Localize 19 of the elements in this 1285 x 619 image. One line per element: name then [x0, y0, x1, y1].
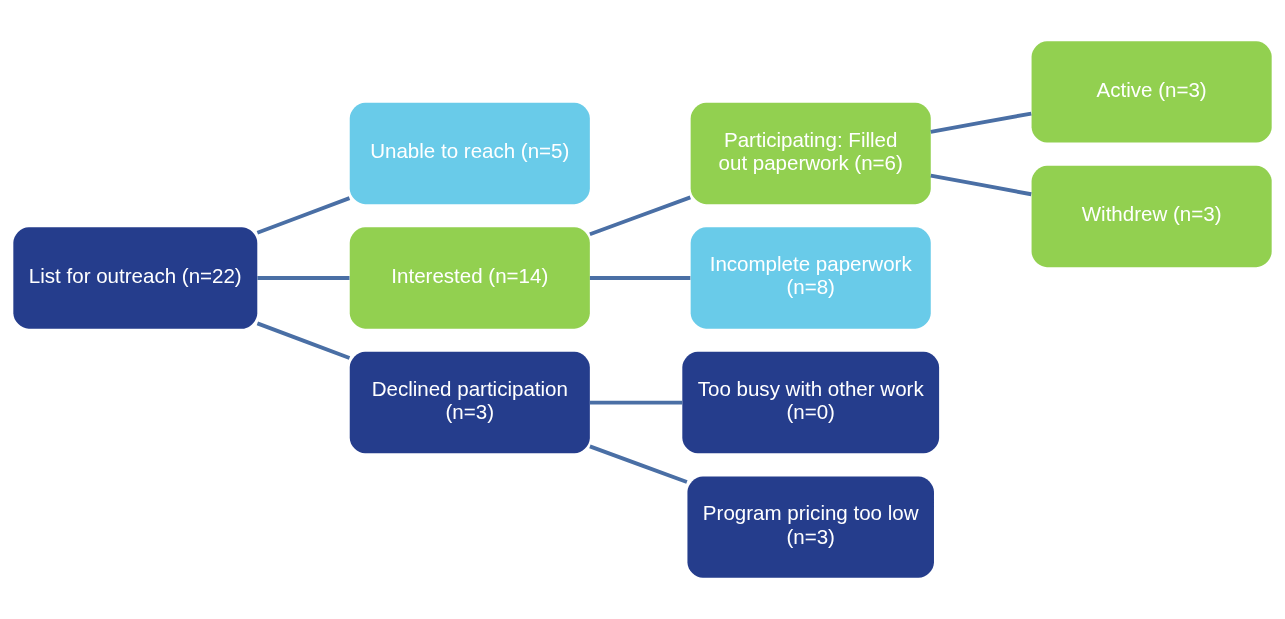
- node-box: Declined participation (n=3): [349, 351, 590, 454]
- connector: [589, 400, 683, 405]
- connector: [930, 111, 1032, 134]
- node-box: Interested (n=14): [349, 227, 590, 329]
- node-box: Unable to reach (n=5): [349, 102, 590, 205]
- node-box: List for outreach (n=22): [13, 227, 258, 329]
- connector: [589, 444, 688, 484]
- node-box: Program pricing too low (n=3): [687, 476, 934, 578]
- node-box: Incomplete paperwork (n=8): [690, 227, 931, 329]
- node-box: Withdrew (n=3): [1031, 165, 1272, 268]
- node-box: Participating: Filled out paperwork (n=6): [690, 102, 931, 205]
- connector: [589, 276, 691, 280]
- connector: [257, 276, 350, 280]
- connector: [589, 195, 691, 237]
- node-box: Active (n=3): [1031, 41, 1272, 143]
- node-box: Too busy with other work (n=0): [682, 351, 940, 454]
- connector: [930, 173, 1032, 197]
- connector: [256, 196, 351, 235]
- connector: [256, 321, 351, 360]
